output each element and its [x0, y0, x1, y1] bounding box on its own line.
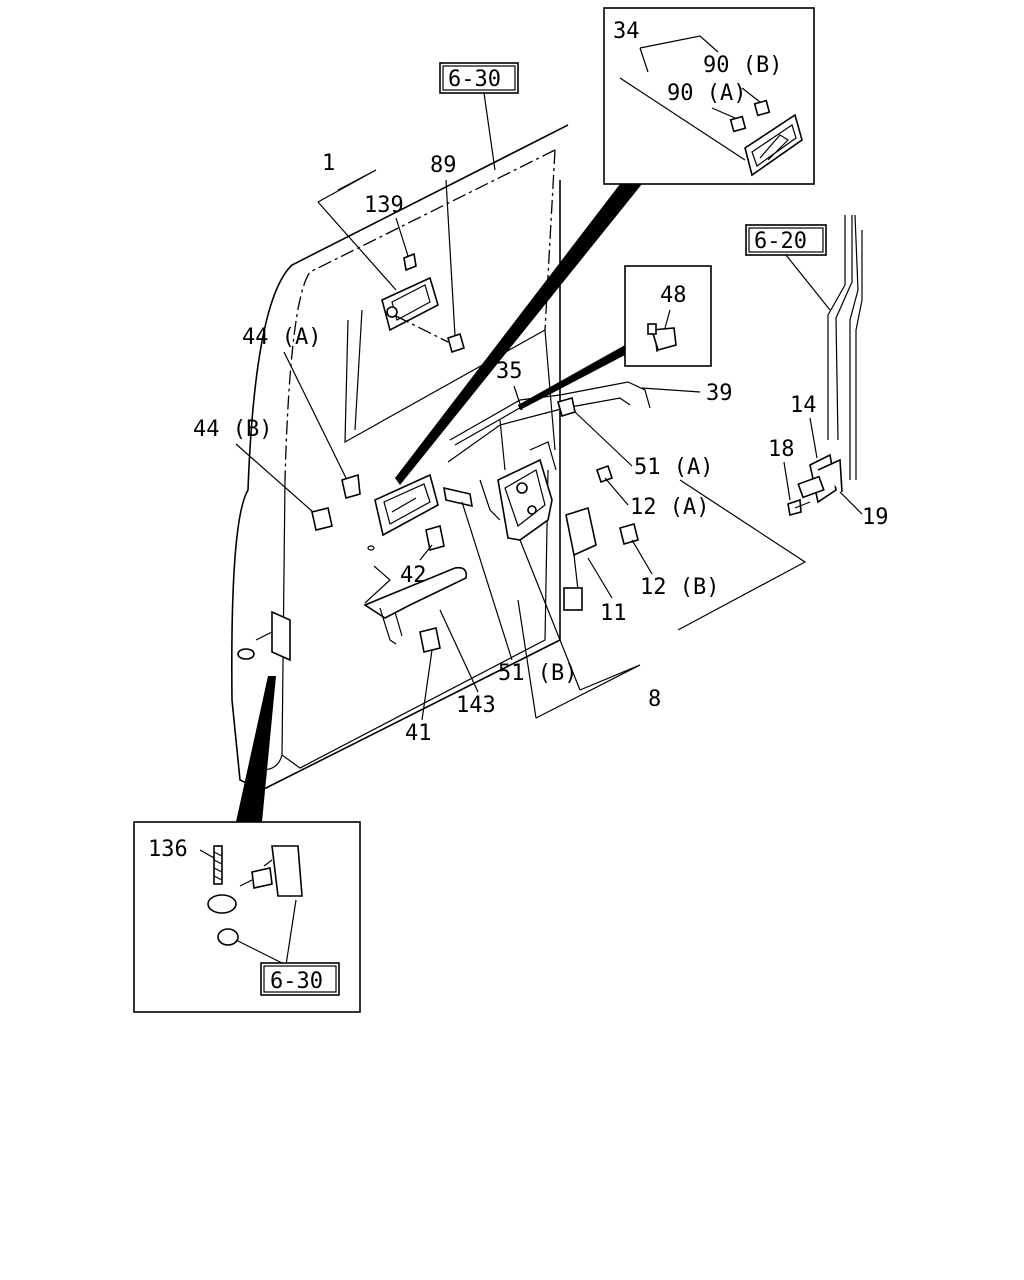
inset-small-48: 48	[624, 265, 712, 367]
label-51a: 51 (A)	[634, 455, 713, 480]
label-8: 8	[648, 687, 661, 712]
label-14: 14	[790, 393, 817, 418]
label-89: 89	[430, 153, 457, 178]
label-35: 35	[496, 359, 523, 384]
label-48: 48	[660, 283, 687, 308]
pointer-wedge-bottom	[236, 676, 276, 822]
pointer-wedge-small	[518, 345, 625, 410]
inset-bottom-check: 136	[133, 821, 361, 1013]
ref-box-6-30-top[interactable]: 6-30	[439, 62, 519, 94]
body-pillar	[827, 214, 863, 480]
label-143: 143	[456, 693, 496, 718]
label-44b: 44 (B)	[193, 417, 272, 442]
striker-assembly	[787, 453, 843, 517]
ref-label-6-30-bottom: 6-30	[270, 969, 323, 994]
label-34: 34	[613, 19, 640, 44]
door-panel	[231, 124, 569, 791]
pointer-wedge-top	[395, 184, 642, 485]
label-139: 139	[364, 193, 404, 218]
label-11: 11	[600, 601, 627, 626]
label-51b: 51 (B)	[498, 661, 577, 686]
label-41: 41	[405, 721, 432, 746]
lock-actuator	[563, 506, 597, 611]
label-1: 1	[322, 151, 335, 176]
ref-box-6-20[interactable]: 6-20	[745, 224, 827, 256]
inner-handle-assembly	[381, 252, 465, 354]
label-90b: 90 (B)	[703, 53, 782, 78]
label-18: 18	[768, 437, 795, 462]
label-44a: 44 (A)	[242, 325, 321, 350]
ref-label-6-20: 6-20	[754, 229, 807, 254]
inset-top-handle: 34 90 (B) 90 (A)	[603, 7, 815, 185]
ref-label-6-30-top: 6-30	[448, 67, 501, 92]
clip-44b	[311, 507, 333, 531]
ref-box-6-30-bottom[interactable]: 6-30	[260, 962, 340, 996]
label-12a: 12 (A)	[630, 495, 709, 520]
inner-handle-bezel	[374, 473, 445, 552]
label-12b: 12 (B)	[640, 575, 719, 600]
label-136: 136	[148, 837, 188, 862]
label-90a: 90 (A)	[667, 81, 746, 106]
clip-44a	[341, 473, 361, 500]
rods	[447, 381, 651, 471]
door-check-hinge	[237, 610, 291, 662]
label-39: 39	[706, 381, 733, 406]
door-lock	[443, 441, 639, 545]
outside-handle	[363, 566, 468, 653]
label-19: 19	[862, 505, 889, 530]
